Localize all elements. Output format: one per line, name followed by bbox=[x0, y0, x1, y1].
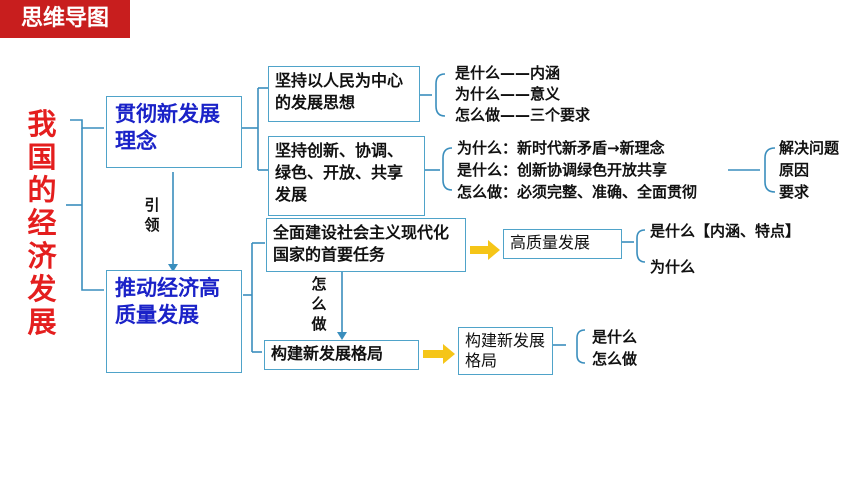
root-char: 的 bbox=[27, 173, 57, 207]
people-item-what: 是什么——内涵 bbox=[455, 64, 561, 82]
concept-sub-solve: 解决问题 bbox=[779, 139, 840, 157]
pattern-item-what: 是什么 bbox=[592, 328, 638, 346]
lead-char: 引 bbox=[144, 196, 160, 214]
concept-sub-reason: 原因 bbox=[779, 161, 810, 179]
how-label: 怎 么 做 bbox=[310, 274, 328, 334]
lead-char: 领 bbox=[144, 216, 160, 234]
hq-item-why: 为什么 bbox=[650, 258, 696, 276]
root-char: 发 bbox=[27, 272, 57, 306]
root-char: 济 bbox=[27, 239, 57, 273]
node-new-pattern-target: 构建新发展格局 bbox=[458, 327, 553, 375]
root-node: 我 国 的 经 济 发 展 bbox=[22, 108, 62, 339]
concept-item-what: 是什么：创新协调绿色开放共享 bbox=[457, 161, 668, 179]
hq-item-what: 是什么【内涵、特点】 bbox=[650, 222, 801, 240]
branch-high-quality-development: 推动经济高质量发展 bbox=[106, 270, 242, 373]
concept-sub-require: 要求 bbox=[779, 183, 810, 201]
node-five-concepts: 坚持创新、协调、绿色、开放、共享发展 bbox=[268, 136, 425, 216]
people-item-why: 为什么——意义 bbox=[455, 85, 561, 103]
node-people-centered: 坚持以人民为中心的发展思想 bbox=[268, 66, 420, 122]
pattern-item-how: 怎么做 bbox=[592, 350, 638, 368]
root-char: 展 bbox=[27, 305, 57, 339]
how-char: 做 bbox=[311, 315, 327, 333]
how-char: 怎 bbox=[311, 275, 327, 293]
page-title: 思维导图 bbox=[0, 0, 130, 38]
lead-label: 引 领 bbox=[143, 195, 161, 235]
concept-item-how: 怎么做：必须完整、准确、全面贯彻 bbox=[457, 183, 698, 201]
concept-item-why: 为什么：新时代新矛盾→新理念 bbox=[457, 139, 665, 157]
branch-new-development-concept: 贯彻新发展理念 bbox=[106, 96, 242, 168]
root-char: 我 bbox=[27, 107, 57, 141]
people-item-how: 怎么做——三个要求 bbox=[455, 106, 591, 124]
node-new-pattern: 构建新发展格局 bbox=[264, 340, 419, 370]
how-char: 么 bbox=[311, 295, 327, 313]
root-char: 经 bbox=[27, 206, 57, 240]
node-high-quality: 高质量发展 bbox=[503, 229, 622, 259]
node-primary-task: 全面建设社会主义现代化国家的首要任务 bbox=[266, 218, 466, 272]
root-char: 国 bbox=[27, 140, 57, 174]
